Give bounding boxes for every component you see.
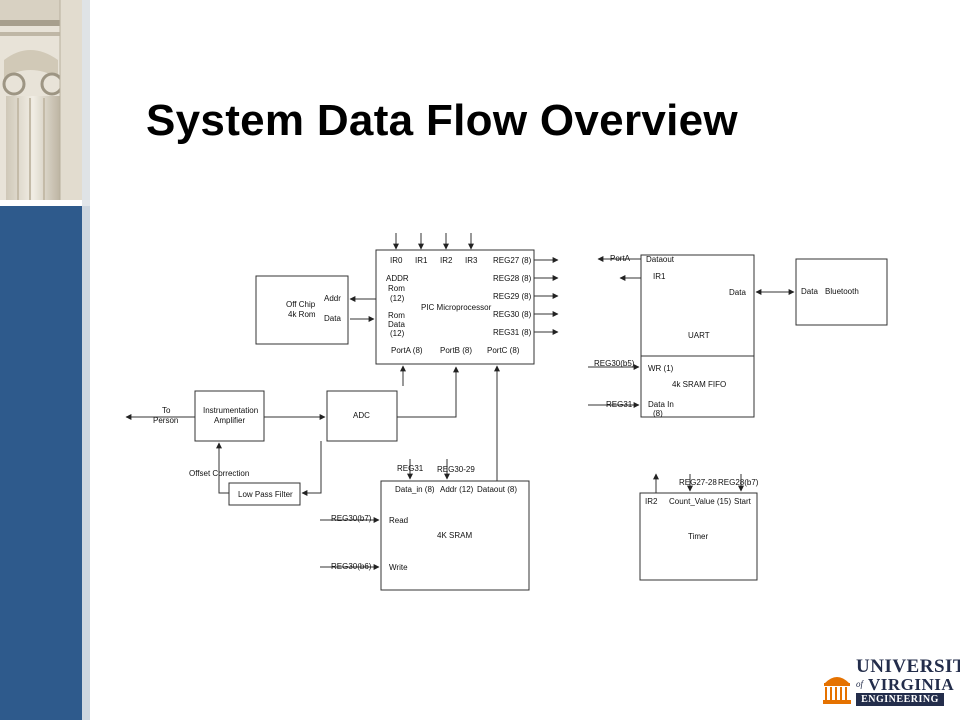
pic-reg30: REG30 (8) — [493, 310, 532, 319]
pic-ir1: IR1 — [415, 256, 428, 265]
logo-university: UNIVERSITY — [856, 656, 960, 677]
reg27-28-label: REG27-28 — [679, 478, 717, 487]
fifo-data-in: Data In — [648, 400, 674, 409]
bluetooth-label: Bluetooth — [825, 287, 859, 296]
adc-label: ADC — [353, 411, 370, 420]
pic-portb: PortB (8) — [440, 346, 472, 355]
sram-dataout: Dataout (8) — [477, 485, 517, 494]
lpf-label: Low Pass Filter — [238, 490, 293, 499]
pic-label: PIC Microprocessor — [421, 303, 492, 312]
rotunda-icon — [823, 677, 851, 704]
offchip-rom-label-2: 4k Rom — [288, 310, 316, 319]
sram-4k-block: Data_in (8) Addr (12) Dataout (8) Read 4… — [380, 480, 530, 591]
offchip-rom-data: Data — [324, 314, 341, 323]
offset-correction-label: Offset Correction — [189, 469, 249, 478]
uart-dataout: Dataout — [646, 255, 675, 264]
pic-ir2: IR2 — [440, 256, 453, 265]
timer-ir2: IR2 — [645, 497, 658, 506]
timer-label: Timer — [688, 532, 708, 541]
to-person-label-2: Person — [153, 416, 178, 425]
pic-reg31: REG31 (8) — [493, 328, 532, 337]
pic-microprocessor-block: PIC Microprocessor IR0 IR1 IR2 IR3 REG27… — [375, 249, 535, 365]
pic-reg27: REG27 (8) — [493, 256, 532, 265]
uart-ir1: IR1 — [653, 272, 666, 281]
pic-addr-rom-3: (12) — [390, 294, 405, 303]
pic-ir3: IR3 — [465, 256, 478, 265]
column-image — [0, 0, 98, 200]
to-person-label-1: To — [162, 406, 171, 415]
adc-to-lpf-arrow — [301, 441, 322, 496]
instr-amp-label-1: Instrumentation — [203, 406, 258, 415]
logo-virginia: VIRGINIA — [868, 675, 955, 694]
sram-write: Write — [389, 563, 408, 572]
pic-portc: PortC (8) — [487, 346, 520, 355]
sram-label: 4K SRAM — [437, 531, 472, 540]
bluetooth-data: Data — [801, 287, 818, 296]
logo-of: of — [856, 679, 864, 689]
porta-signal-label: PortA — [610, 254, 631, 263]
instrumentation-amplifier-block: Instrumentation Amplifier — [194, 390, 265, 442]
reg30-29-label: REG30-29 — [437, 465, 475, 474]
fifo-label: 4k SRAM FIFO — [672, 380, 726, 389]
sram-fifo-block: WR (1) 4k SRAM FIFO Data In (8) — [640, 355, 755, 418]
sidebar-decoration — [0, 0, 98, 720]
uva-engineering-logo: UNIVERSITY of VIRGINIA ENGINEERING — [822, 656, 960, 708]
lpf-to-amp-arrow — [216, 442, 229, 494]
fifo-wr: WR (1) — [648, 364, 674, 373]
reg30-b6-label: REG30(b6) — [331, 562, 372, 571]
low-pass-filter-block: Low Pass Filter — [228, 482, 301, 506]
timer-count: Count_Value (15) — [669, 497, 731, 506]
sram-read: Read — [389, 516, 408, 525]
timer-block: IR2 Count_Value (15) Start Timer — [639, 492, 758, 581]
pic-addr-rom-1: ADDR — [386, 274, 409, 283]
reg30-b5-label: REG30(b5) — [594, 359, 635, 368]
adc-block: ADC — [326, 390, 398, 442]
adc-to-portb-arrow — [397, 366, 459, 418]
pic-rom-data-1: Rom — [388, 311, 405, 320]
logo-engineering: ENGINEERING — [856, 693, 944, 706]
pic-reg29: REG29 (8) — [493, 292, 532, 301]
sram-data-in: Data_in (8) — [395, 485, 435, 494]
offchip-rom-addr: Addr — [324, 294, 341, 303]
pic-porta: PortA (8) — [391, 346, 423, 355]
reg30-b7-label: REG30(b7) — [331, 514, 372, 523]
pic-reg28: REG28 (8) — [493, 274, 532, 283]
bluetooth-block: Data Bluetooth — [795, 258, 888, 326]
pic-addr-rom-2: Rom — [388, 284, 405, 293]
slide-title: System Data Flow Overview — [146, 96, 738, 145]
pic-rom-data-3: (12) — [390, 329, 405, 338]
reg31-fifo-label: REG31 — [606, 400, 633, 409]
instr-amp-label-2: Amplifier — [214, 416, 245, 425]
pic-rom-data-2: Data — [388, 320, 405, 329]
pic-ir0: IR0 — [390, 256, 403, 265]
timer-start: Start — [734, 497, 752, 506]
reg28-b7-label: REG28(b7) — [718, 478, 759, 487]
reg31-sram-label: REG31 — [397, 464, 424, 473]
uart-label: UART — [688, 331, 710, 340]
offchip-rom-block: Off Chip 4k Rom Addr Data — [255, 275, 349, 345]
sram-addr: Addr (12) — [440, 485, 474, 494]
offchip-rom-label-1: Off Chip — [286, 300, 316, 309]
fifo-data-in-width: (8) — [653, 409, 663, 418]
uart-block: Dataout IR1 Data UART — [640, 254, 755, 357]
uart-data: Data — [729, 288, 746, 297]
